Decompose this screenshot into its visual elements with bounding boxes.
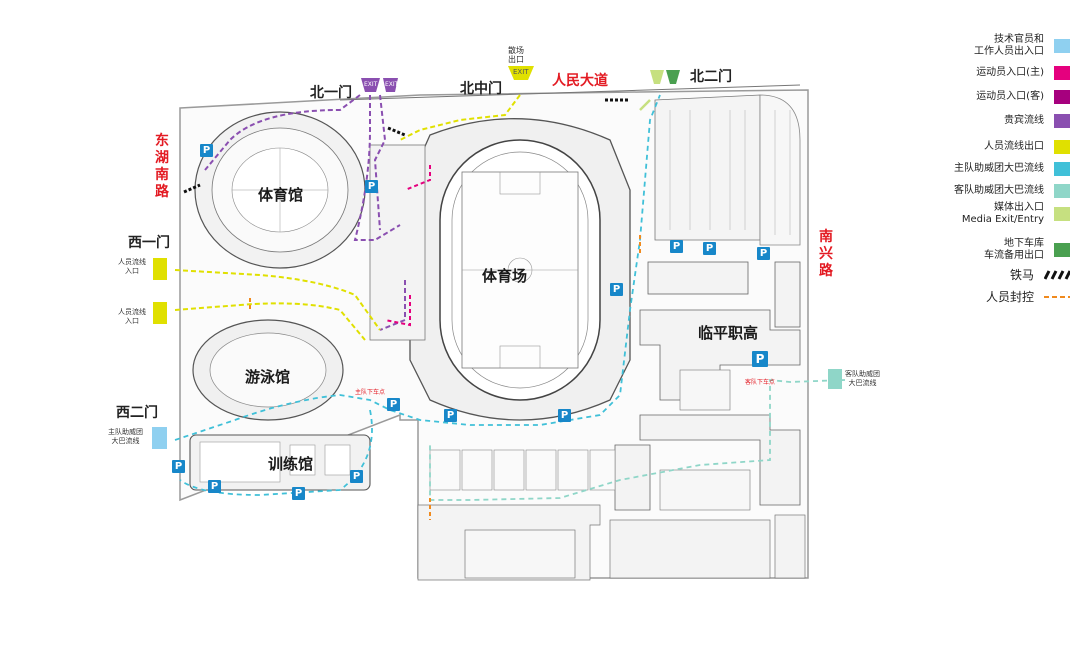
people-flow-lines [174, 94, 521, 341]
south-buildings [417, 504, 806, 581]
parking-icon: P [757, 247, 770, 260]
crowd-control-lines [249, 235, 641, 520]
legend-item-label: 主队助威团大巴流线 [954, 163, 1044, 174]
swimming-hall-building [192, 319, 344, 421]
training-hall-building [189, 434, 371, 491]
legend-swatch [1054, 114, 1070, 128]
crowd-control-swatch-icon [1044, 295, 1070, 298]
away-drop-off-label: 客队下车点 [745, 379, 776, 386]
legend-item: 人员流线出口 [840, 140, 1070, 154]
stadium-building [409, 118, 631, 421]
legend-item: 贵宾流线 [840, 114, 1070, 128]
away-bus-route-label: 客队助威团 大巴流线 [845, 370, 880, 387]
swimming-hall-label: 游泳馆 [245, 368, 291, 386]
gymnasium-building [194, 111, 366, 269]
home-drop-off-label: 主队下车点 [355, 389, 386, 396]
east-bus-flag [828, 369, 842, 389]
legend-swatch [1054, 66, 1070, 80]
exit-sign-north-one [361, 78, 398, 92]
west-one-flag [153, 258, 167, 280]
legend-item: 运动员入口(主) [840, 66, 1070, 80]
west-two-flag [153, 302, 167, 324]
parking-icon: P [350, 470, 363, 483]
parking-icon: P [752, 351, 768, 367]
north-gate-one-label: 北一门 [310, 85, 352, 101]
people-entry-label-two: 人员流线 入口 [118, 308, 146, 325]
parking-icon: P [387, 398, 400, 411]
legend-item: 媒体出入口 Media Exit/Entry [840, 202, 1070, 226]
legend-item-label: 地下车库 车流备用出口 [984, 238, 1044, 261]
legend-item-label: 运动员入口(主) [976, 67, 1044, 78]
athlete-flow-lines [384, 165, 431, 327]
legend-item: 客队助威团大巴流线 [840, 184, 1070, 198]
parking-icon: P [703, 242, 716, 255]
legend-item: 运动员入口(客) [840, 90, 1070, 104]
home-bus-route-label: 主队助威团 大巴流线 [108, 428, 143, 445]
exit-sign-north-center [508, 66, 534, 80]
donghu-south-road-label: 东湖南路 [155, 133, 169, 200]
legend-swatch [1054, 90, 1070, 104]
parking-icon: P [670, 240, 683, 253]
gymnasium-label: 体育馆 [258, 186, 304, 204]
exit-sign-label: EXIT [513, 68, 529, 76]
west-gate-one-label: 西一门 [128, 235, 170, 251]
legend-item-label: 人员封控 [985, 290, 1034, 304]
barrier-swatch-icon [1044, 269, 1070, 280]
legend-swatch [1054, 39, 1070, 53]
nanxing-road-label: 南兴路 [819, 229, 833, 279]
stadium-label: 体育场 [482, 267, 528, 285]
renmin-avenue-label: 人民大道 [552, 73, 608, 89]
legend-item-label: 客队助威团大巴流线 [954, 185, 1044, 196]
legend-item-barrier: 铁马 [840, 266, 1070, 283]
linping-school-buildings [614, 261, 801, 511]
people-entry-label-one: 人员流线 入口 [118, 258, 146, 275]
parking-icon: P [610, 283, 623, 296]
media-flow-line [639, 99, 651, 111]
parking-icon: P [444, 409, 457, 422]
legend-item-label: 贵宾流线 [1004, 115, 1044, 126]
west-bus-flag [152, 427, 167, 449]
legend-swatch [1054, 140, 1070, 154]
legend-swatch [1054, 162, 1070, 176]
parking-icon: P [172, 460, 185, 473]
legend-item-label: 人员流线出口 [984, 141, 1044, 152]
parking-icon: P [558, 409, 571, 422]
west-gate-two-label: 西二门 [116, 405, 158, 421]
linping-school-label: 临平职高 [698, 324, 759, 342]
exit-sign-label: EXIT [364, 81, 378, 88]
parking-icon: P [200, 144, 213, 157]
legend-swatch [1054, 243, 1070, 257]
parking-lot-northeast [654, 94, 801, 246]
training-hall-label: 训练馆 [268, 455, 314, 473]
legend-swatch [1054, 207, 1070, 221]
exit-sign-label: EXIT [385, 81, 399, 88]
parking-icon: P [292, 487, 305, 500]
legend-swatch [1054, 184, 1070, 198]
dispersal-exit-label: 散场 出口 [508, 46, 524, 64]
legend-item-label: 技术官员和 工作人员出入口 [974, 34, 1044, 57]
away-bus-flow-lines [429, 379, 846, 501]
legend-item: 主队助威团大巴流线 [840, 162, 1070, 176]
legend-item-crowd-control: 人员封控 [840, 288, 1070, 305]
legend-item-label: 媒体出入口 Media Exit/Entry [961, 202, 1044, 225]
legend-item: 技术官员和 工作人员出入口 [840, 34, 1070, 58]
exit-sign-north-two [650, 70, 680, 84]
legend-item: 地下车库 车流备用出口 [840, 238, 1070, 262]
west-annex-building [369, 144, 426, 341]
parking-icon: P [365, 180, 378, 193]
basketball-courts [429, 449, 616, 491]
parking-icon: P [208, 480, 221, 493]
legend-item-label: 运动员入口(客) [976, 91, 1044, 102]
legend-item-label: 铁马 [1009, 268, 1034, 282]
barrier-marks [183, 98, 630, 194]
north-center-gate-label: 北中门 [460, 81, 502, 97]
north-gate-two-label: 北二门 [690, 69, 732, 85]
